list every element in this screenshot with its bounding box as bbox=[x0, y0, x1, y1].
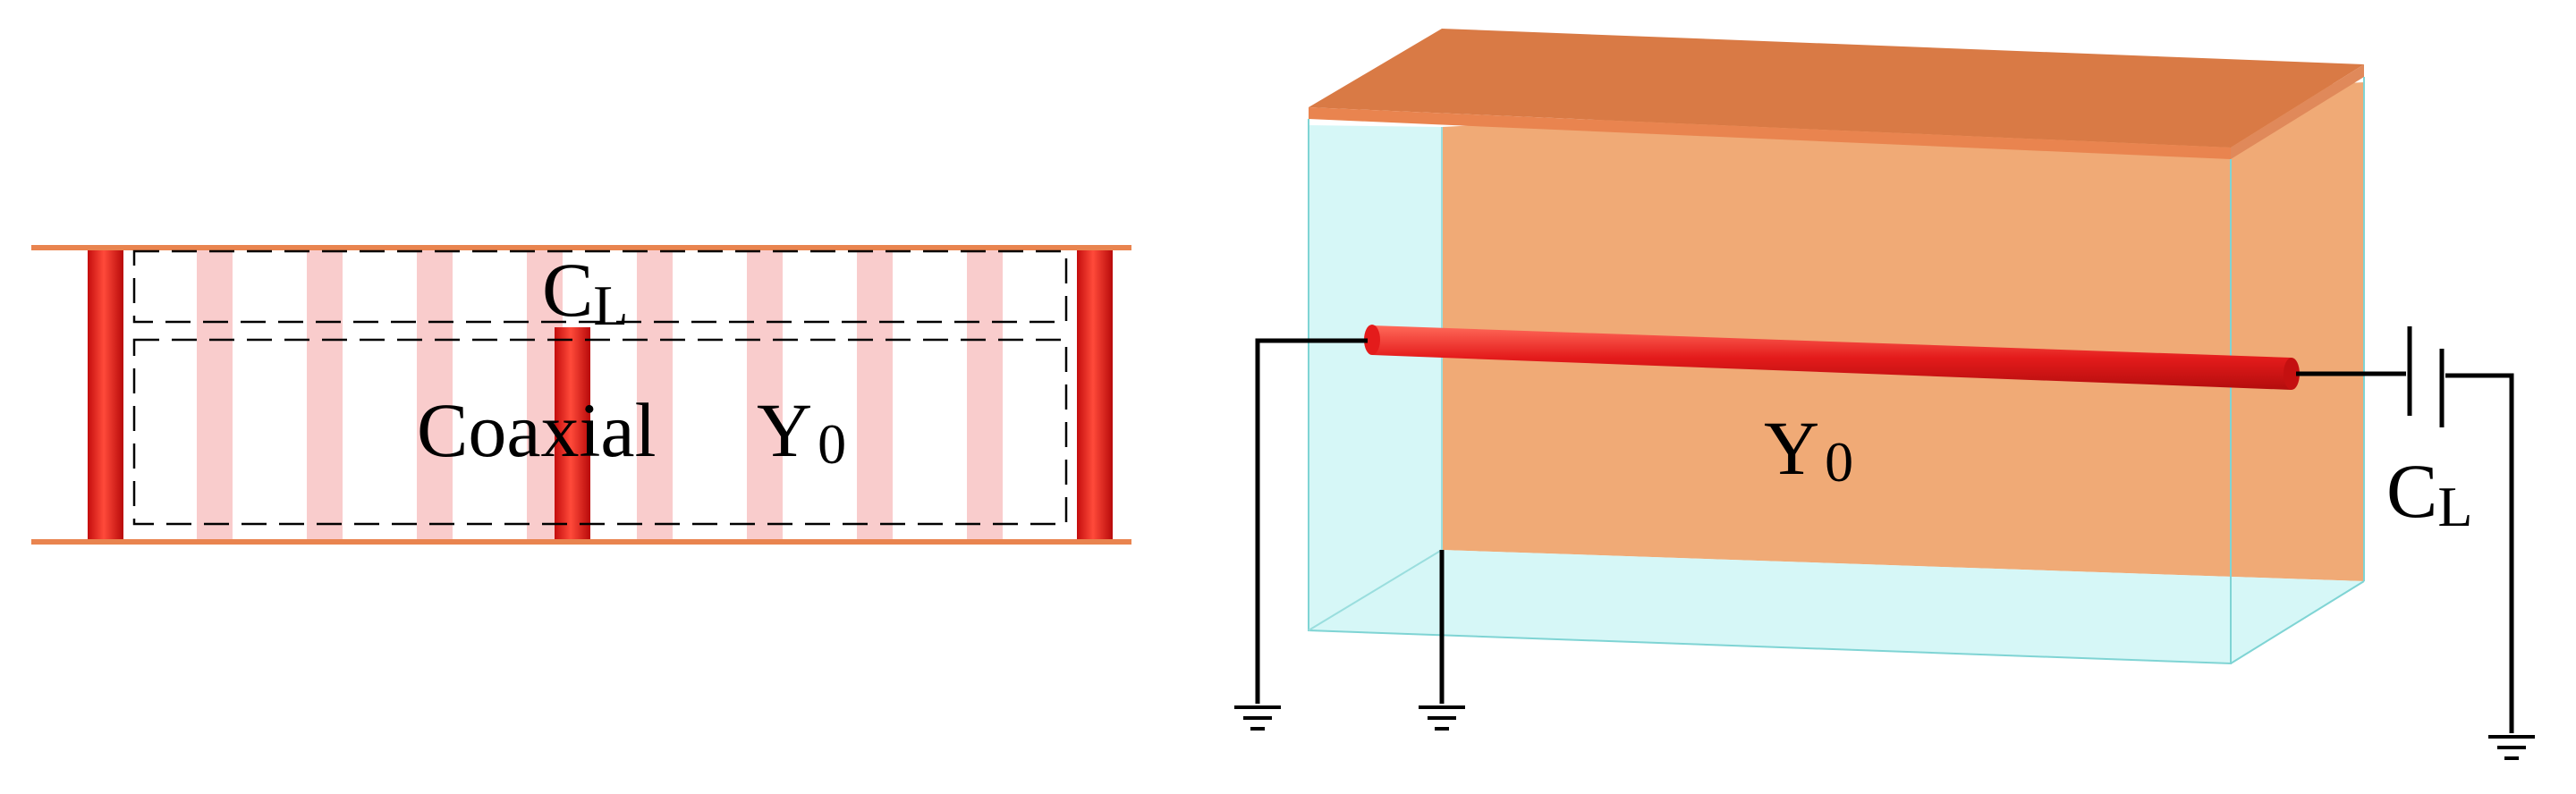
left-y0-label: Y0 bbox=[757, 387, 846, 476]
faded-via bbox=[747, 250, 783, 541]
left-coaxial-label: Coaxial bbox=[417, 387, 657, 473]
left-cl-label: CL bbox=[542, 247, 628, 337]
left-ground-wire bbox=[1255, 338, 1368, 704]
active-via-right bbox=[1077, 250, 1113, 539]
faded-via bbox=[967, 250, 1003, 541]
ground-symbol-capacitor bbox=[2487, 735, 2537, 760]
bottom-copper-plate bbox=[31, 539, 1131, 545]
circuit-wires bbox=[1255, 326, 2514, 733]
box-front-outline bbox=[1308, 119, 2232, 665]
capacitor-right-lead bbox=[2445, 373, 2514, 733]
top-copper-front-edge bbox=[1309, 107, 2231, 159]
right-y0-label: Y0 bbox=[1764, 405, 1853, 494]
ground-symbol-shield bbox=[1417, 705, 1467, 731]
dielectric-bottom-face bbox=[1309, 550, 2364, 663]
top-copper-side-edge bbox=[2231, 64, 2364, 159]
box-right-bottom-edge bbox=[2230, 580, 2365, 664]
faded-vias bbox=[197, 250, 1003, 541]
coax-dashed-box bbox=[132, 338, 1068, 526]
faded-via bbox=[857, 250, 893, 541]
cl-dashed-box bbox=[132, 249, 1068, 324]
inner-conductor bbox=[1364, 325, 2300, 390]
active-via-left bbox=[88, 250, 123, 539]
faded-via bbox=[417, 250, 453, 541]
faded-via bbox=[197, 250, 233, 541]
top-copper-face bbox=[1309, 29, 2364, 148]
faded-via bbox=[307, 250, 343, 541]
active-via-center bbox=[555, 327, 590, 539]
right-panel: Y0 CL bbox=[1233, 29, 2537, 760]
box-rear-bottom-edge bbox=[1308, 549, 1443, 631]
dielectric-left-face bbox=[1309, 125, 1442, 630]
faded-via bbox=[637, 250, 673, 541]
left-panel: CL Coaxial Y0 bbox=[31, 245, 1131, 545]
top-copper-plate bbox=[31, 245, 1131, 250]
rear-copper-face bbox=[1442, 82, 2364, 581]
ground-symbol-left bbox=[1233, 705, 1283, 731]
right-cl-label: CL bbox=[2386, 448, 2472, 538]
